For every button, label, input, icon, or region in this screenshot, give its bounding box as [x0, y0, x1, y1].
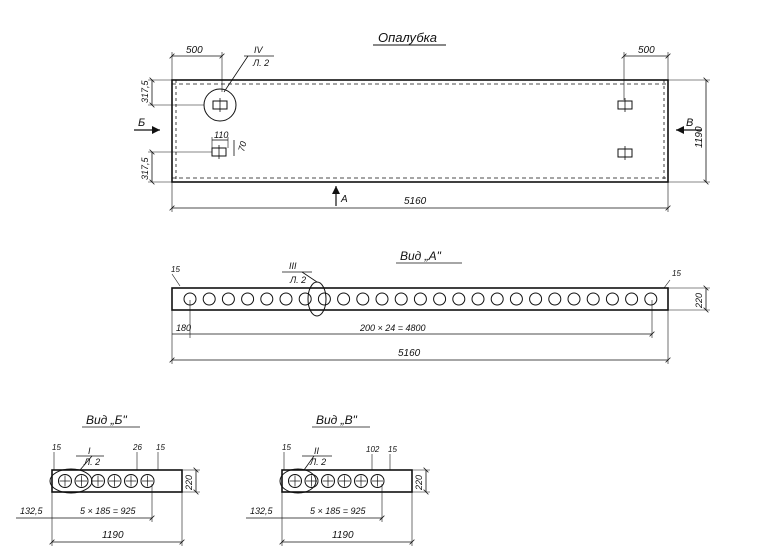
dim-edge-top: 317,5 — [140, 79, 150, 103]
void-hole — [605, 292, 619, 306]
void-hole — [625, 292, 639, 306]
view-v-hole-row — [288, 474, 385, 488]
void-hole — [140, 474, 155, 488]
view-a-section — [171, 287, 669, 311]
view-a-height: 220 — [694, 293, 704, 309]
view-b-t3: 15 — [156, 443, 165, 452]
dim-total-5160: 5160 — [404, 196, 427, 207]
callout-sheet-iv: Л. 2 — [252, 58, 269, 68]
callout-num-iv: IV — [254, 45, 264, 55]
view-v: Вид „В" II Л. 2 15 102 15 220 132,5 5 × … — [246, 413, 430, 546]
view-a-hole-row — [183, 292, 658, 306]
callout-num-ii: II — [314, 446, 320, 456]
view-v-t2: 102 — [366, 445, 380, 454]
view-mark-v: В — [686, 117, 693, 129]
void-hole — [124, 474, 138, 488]
void-hole — [567, 292, 581, 306]
void-hole — [317, 292, 331, 306]
void-hole — [58, 474, 72, 488]
dim-slab-width: 1190 — [694, 126, 705, 148]
void-hole — [202, 292, 216, 306]
void-hole — [337, 292, 351, 306]
view-arrow-a — [332, 186, 340, 194]
view-b-height: 220 — [184, 475, 194, 491]
view-a-first: 180 — [176, 323, 191, 333]
void-hole — [279, 292, 293, 306]
view-b-first: 132,5 — [20, 506, 44, 516]
view-b-spacing: 5 × 185 = 925 — [80, 506, 137, 516]
view-b-total: 1190 — [102, 530, 124, 541]
view-b-section — [51, 469, 183, 493]
void-hole — [221, 292, 235, 306]
void-hole — [304, 474, 319, 488]
callout-sheet-i: Л. 2 — [83, 457, 100, 467]
formwork-plan: Опалубка IV Л. 2 110 70 500 — [134, 30, 710, 212]
void-hole — [288, 474, 302, 488]
view-v-first: 132,5 — [250, 506, 274, 516]
view-v-t3: 15 — [388, 445, 397, 454]
void-hole — [337, 474, 352, 488]
view-b-title: Вид „Б" — [86, 413, 127, 427]
view-a-end-right: 15 — [672, 269, 681, 278]
view-mark-a: А — [340, 194, 348, 205]
callout-num-i: I — [88, 446, 91, 456]
void-hole — [356, 292, 370, 306]
void-hole — [490, 292, 504, 306]
dim-right-500: 500 — [638, 45, 655, 56]
void-hole — [529, 292, 543, 306]
void-hole — [394, 292, 408, 306]
formwork-title: Опалубка — [378, 30, 437, 45]
view-v-t1: 15 — [282, 443, 291, 452]
callout-sheet-iii: Л. 2 — [289, 275, 306, 285]
view-v-title: Вид „В" — [316, 413, 358, 427]
void-hole — [370, 474, 385, 488]
view-arrow-b — [152, 126, 160, 134]
void-hole — [586, 292, 600, 306]
view-b-t1: 15 — [52, 443, 61, 452]
void-hole — [644, 292, 658, 306]
view-b: Вид „Б" I Л. 2 15 26 15 220 132,5 5 × 18… — [16, 413, 200, 546]
void-hole — [107, 474, 122, 488]
loop-width-dim: 110 — [214, 130, 228, 140]
dim-left-500: 500 — [186, 45, 203, 56]
dim-edge-bottom: 317,5 — [140, 156, 150, 180]
void-hole — [433, 292, 447, 306]
slab-outline — [171, 79, 669, 183]
void-hole — [548, 292, 562, 306]
view-b-hole-row — [58, 474, 155, 488]
callout-ellipse-i — [49, 468, 93, 494]
void-hole — [298, 292, 312, 306]
void-hole — [241, 292, 255, 306]
view-mark-b: Б — [138, 117, 145, 129]
void-hole — [375, 292, 389, 306]
view-a-title: Вид „А" — [400, 249, 442, 263]
void-hole — [452, 292, 466, 306]
view-a: Вид „А" III Л. 2 15 15 220 180 200 × 24 … — [169, 249, 710, 364]
callout-ellipse-ii — [279, 468, 317, 494]
void-hole — [509, 292, 523, 306]
view-a-total: 5160 — [398, 348, 421, 359]
view-a-end-left: 15 — [171, 265, 180, 274]
loop-height-dim: 70 — [236, 140, 248, 152]
view-v-section — [281, 469, 413, 493]
view-arrow-v — [676, 126, 684, 134]
view-v-total: 1190 — [332, 530, 354, 541]
view-v-spacing: 5 × 185 = 925 — [310, 506, 367, 516]
void-hole — [260, 292, 274, 306]
void-hole — [354, 474, 368, 488]
void-hole — [321, 474, 335, 488]
view-a-spacing: 200 × 24 = 4800 — [359, 323, 426, 333]
view-b-t2: 26 — [132, 443, 142, 452]
callout-sheet-ii: Л. 2 — [309, 457, 326, 467]
view-v-height: 220 — [414, 475, 424, 491]
void-hole — [471, 292, 485, 306]
void-hole — [74, 474, 89, 488]
callout-num-iii: III — [289, 261, 297, 271]
void-hole — [413, 292, 427, 306]
